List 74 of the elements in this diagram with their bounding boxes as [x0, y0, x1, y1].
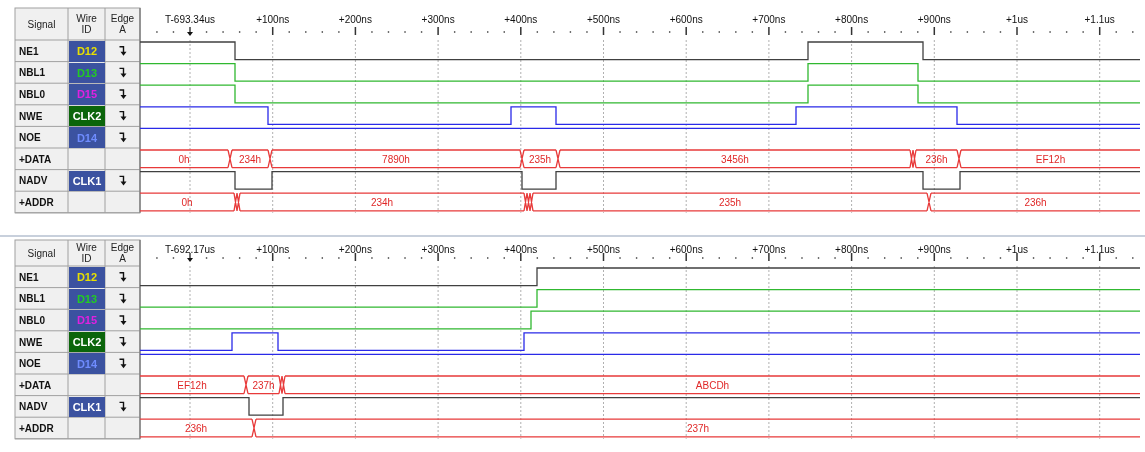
wire-id-cell: D14 [69, 353, 105, 374]
signal-name: NE1 [19, 271, 39, 283]
bus-value: EF12h [177, 379, 207, 391]
time-label: +900ns [917, 243, 951, 255]
bus-value: 7890h [382, 153, 410, 165]
signal-name: NADV [19, 400, 48, 412]
time-label: +100ns [256, 13, 290, 25]
time-label: +100ns [256, 243, 290, 255]
column-header: Wire ID [75, 242, 98, 264]
signal-name: NBL0 [19, 88, 46, 100]
time-label: +300ns [421, 243, 455, 255]
bus-value: 236h [184, 422, 208, 434]
time-label: +500ns [586, 13, 621, 25]
wire-id-cell: D12 [69, 267, 105, 288]
wire-id-cell: D14 [69, 127, 105, 148]
bus-value: 234h [370, 196, 394, 208]
cursor-time-label: T-693.34us [165, 13, 215, 25]
bus-value: 0h [178, 153, 190, 165]
bus-value: EF12h [1035, 153, 1066, 165]
wire-id-cell: CLK1 [69, 170, 105, 192]
time-label: +1us [1006, 243, 1028, 255]
signal-name: NWE [19, 110, 43, 122]
signal-name: NBL1 [19, 66, 46, 78]
time-label: +1us [1006, 13, 1028, 25]
time-label: +600ns [669, 13, 703, 25]
wire-id-cell: CLK2 [69, 331, 105, 353]
signal-name: NWE [19, 336, 43, 348]
time-label: +800ns [835, 13, 869, 25]
time-label: +600ns [669, 243, 703, 255]
time-label: +400ns [504, 243, 538, 255]
bus-value: 235h [528, 153, 552, 165]
time-label: +800ns [835, 243, 869, 255]
signal-name: +ADDR [19, 422, 54, 434]
time-label: +500ns [586, 243, 621, 255]
signal-name: NBL1 [19, 292, 46, 304]
time-label: +1.1us [1084, 13, 1115, 25]
time-label: +700ns [752, 13, 786, 25]
wire-id-cell: CLK2 [69, 105, 105, 127]
bus-value: ABCDh [695, 379, 730, 391]
signal-name: NOE [19, 357, 41, 369]
signal-name: NBL0 [19, 314, 46, 326]
cursor-time-label: T-692.17us [165, 243, 215, 255]
wire-id-cell: CLK1 [69, 396, 105, 418]
bus-value: 0h [181, 196, 193, 208]
column-header: Signal [26, 18, 57, 30]
column-header: Signal [26, 247, 57, 259]
wire-id-cell: D15 [69, 310, 105, 331]
signal-name: +ADDR [19, 196, 54, 208]
bus-value: 234h [238, 153, 262, 165]
signal-name: NE1 [19, 45, 39, 57]
bus-value: 236h [925, 153, 948, 165]
time-label: +200ns [338, 13, 372, 25]
time-label: +700ns [752, 243, 786, 255]
time-label: +1.1us [1084, 243, 1115, 255]
time-label: +300ns [421, 13, 455, 25]
signal-name: +DATA [19, 153, 52, 165]
wire-id-cell: D13 [69, 288, 105, 310]
signal-name: +DATA [19, 379, 52, 391]
wire-id-cell: D13 [69, 62, 105, 84]
signal-name: NADV [19, 174, 48, 186]
bus-value: 237h [252, 379, 275, 391]
bus-value: 235h [718, 196, 742, 208]
time-label: +400ns [504, 13, 538, 25]
time-label: +200ns [338, 243, 372, 255]
bus-value: 237h [686, 422, 710, 434]
column-header: Edge A [109, 242, 136, 264]
wire-id-cell: D15 [69, 84, 105, 105]
column-header: Edge A [109, 13, 136, 35]
bus-value: 236h [1024, 196, 1047, 208]
wire-id-cell: D12 [69, 41, 105, 62]
time-label: +900ns [917, 13, 951, 25]
bus-value: 3456h [721, 153, 749, 165]
signal-name: NOE [19, 131, 41, 143]
column-header: Wire ID [75, 13, 98, 35]
